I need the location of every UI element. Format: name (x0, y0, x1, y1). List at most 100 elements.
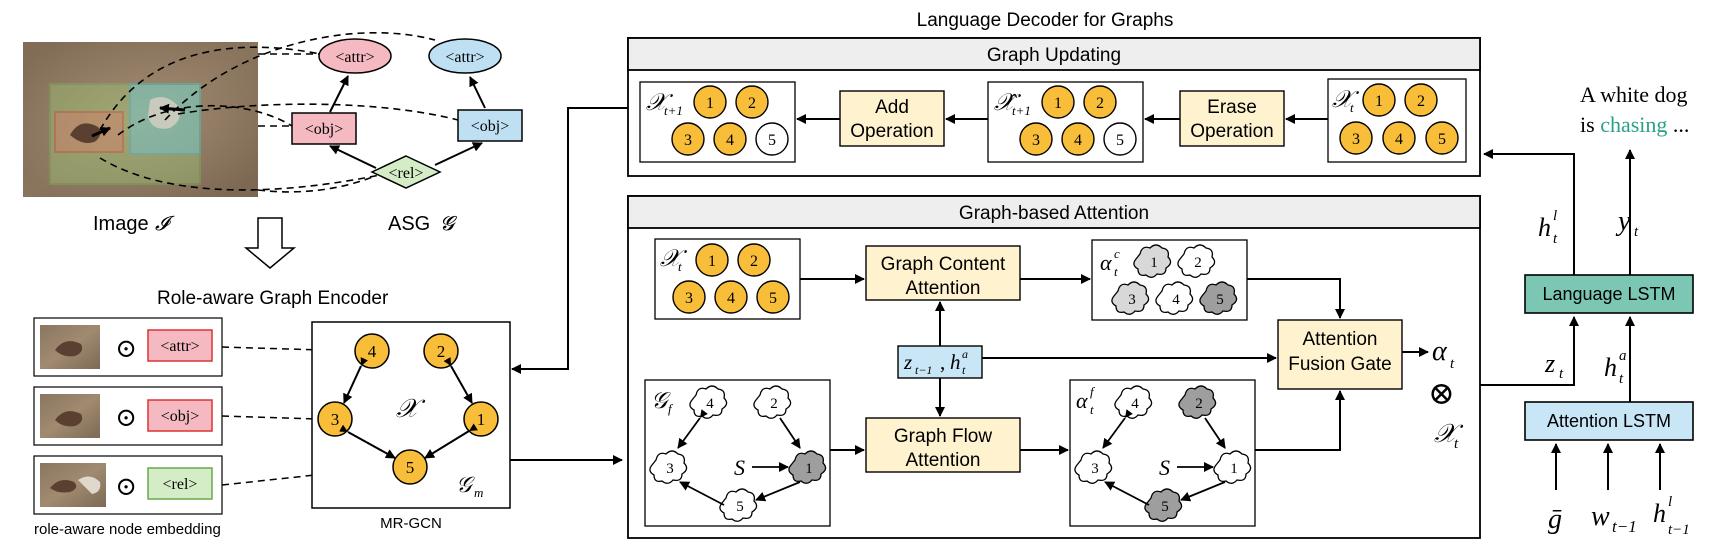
edge-updating-to-mrgcn (511, 107, 628, 374)
odot-rel: ⊙ (115, 472, 137, 501)
image-label: Image (93, 213, 149, 235)
out-alpha: α (1432, 336, 1448, 367)
x-hat-node-1: 1 (1054, 95, 1062, 112)
ctx-z: z (903, 350, 912, 374)
edge-alphac-to-fusion (1247, 278, 1345, 319)
gf-node-5: 5 (736, 499, 744, 515)
asg-graph: <attr> <attr> <obj> <obj> <rel> (291, 38, 523, 189)
y-symbol: y (1615, 206, 1631, 237)
mrgcn-node-2-label: 2 (437, 342, 446, 361)
erase-label-2: Operation (1190, 121, 1273, 142)
x-hat-node-3: 3 (1032, 132, 1040, 149)
w-symbol: w (1591, 501, 1610, 532)
h-l-sub: t (1553, 231, 1558, 247)
asg-label: ASG (388, 213, 430, 235)
content-label-1: Graph Content (881, 254, 1006, 275)
h-prev-sub: t−1 (1668, 522, 1690, 538)
alpha-f-symbol: α (1076, 388, 1088, 413)
ctx-z-sub: t−1 (915, 363, 932, 377)
x-t-node-2: 2 (1417, 93, 1425, 110)
alpha-c-node-2: 2 (1194, 255, 1202, 271)
asg-edge-obj2-attr2 (469, 76, 486, 109)
x-t-node-3: 3 (1352, 131, 1360, 148)
alpha-f-node-5: 5 (1161, 499, 1169, 515)
asg-rel-node (370, 155, 442, 189)
x-next-node-4: 4 (726, 132, 734, 149)
gf-s: S (734, 455, 745, 480)
h-a-symbol: h (1604, 353, 1617, 382)
h-prev-sup: l (1668, 494, 1672, 510)
x-next-node-5: 5 (768, 132, 776, 149)
fusion-gate-box (1277, 319, 1403, 390)
role-row-obj: ⊙ <obj> (33, 386, 223, 446)
asg-rel-label: <rel> (389, 165, 424, 182)
alpha-c-symbol: α (1100, 250, 1112, 275)
out-otimes: ⊗ (1428, 375, 1455, 411)
gf-node-3: 3 (666, 461, 674, 477)
mrgcn-node-4-label: 4 (368, 342, 377, 361)
edge-z-to-langlstm (1480, 316, 1579, 386)
alpha-c-sup: c (1114, 246, 1120, 261)
asg-attr-label-1: <attr> (335, 49, 374, 66)
flow-attention-box (865, 417, 1021, 473)
attention-lstm-box (1524, 401, 1694, 441)
alpha-f-s: S (1159, 455, 1170, 480)
asg-obj-label-1: <obj> (305, 121, 344, 138)
graph-attention-panel: Graph-based Attention 𝒳 t 1 2 3 4 5 Grap… (627, 195, 1481, 539)
x-next-sub: t+1 (664, 103, 683, 118)
gf-node-2: 2 (770, 396, 778, 412)
ctx-h-sup: a (962, 347, 968, 361)
role-tag-rel: <rel> (163, 476, 198, 493)
decoder-title: Language Decoder for Graphs (917, 10, 1174, 31)
gf-symbol: 𝒢 (651, 388, 671, 413)
caption-line-1: A white dog (1580, 82, 1688, 107)
x-t-sub: t (1350, 100, 1354, 115)
role-tag-obj: <obj> (161, 408, 200, 425)
role-row-attr: ⊙ <attr> (33, 317, 223, 377)
image-arrow-2 (159, 103, 186, 114)
image-arrow-1 (91, 126, 111, 138)
h-a-sup: a (1619, 348, 1627, 364)
content-label-2: Attention (906, 278, 981, 299)
gf-node-1: 1 (805, 461, 813, 477)
hollow-down-arrow (243, 217, 297, 269)
x-hat-sub: t+1 (1012, 103, 1031, 118)
mrgcn-node-1-label: 1 (477, 410, 486, 429)
ctx-h: h (950, 350, 961, 374)
h-prev-symbol: h (1653, 499, 1666, 528)
x-next-node-3: 3 (684, 132, 692, 149)
out-x-sub: t (1454, 436, 1459, 452)
role-row-rel: ⊙ <rel> (33, 455, 223, 515)
alpha-c-node-5: 5 (1216, 292, 1224, 308)
x-next-node-2: 2 (748, 95, 756, 112)
caption-chasing: chasing (1600, 112, 1667, 137)
lstm-column: Language LSTM Attention LSTM h l t y t z… (1480, 149, 1694, 538)
x-t-node-5: 5 (1438, 131, 1446, 148)
x-t-node-4: 4 (1395, 131, 1403, 148)
mrgcn-box: 4 2 3 1 5 𝒳 𝒢 m (311, 321, 511, 509)
h-a-sub: t (1619, 371, 1624, 387)
x-hat-node-4: 4 (1074, 132, 1082, 149)
caption-line-2: is chasing ... (1580, 112, 1689, 137)
dog-shape (70, 123, 101, 143)
out-alpha-sub: t (1450, 356, 1455, 372)
x-next-node-1: 1 (706, 95, 714, 112)
odot-attr: ⊙ (115, 334, 137, 363)
attention-lstm-label: Attention LSTM (1547, 411, 1671, 431)
alpha-c-node-4: 4 (1172, 292, 1180, 308)
caption-is: is (1580, 112, 1600, 137)
z-symbol: z (1544, 349, 1555, 378)
mrgcn-gm-symbol: 𝒢 (456, 472, 475, 497)
h-l-symbol: h (1538, 213, 1551, 242)
alpha-f-node-3: 3 (1091, 461, 1099, 477)
add-label-2: Operation (850, 121, 933, 142)
context-box (897, 345, 983, 379)
attn-xt-node-3: 3 (685, 290, 693, 307)
content-attention-box (865, 245, 1021, 301)
mrgcn-node-5 (392, 449, 428, 485)
role-caption: role-aware node embedding (34, 521, 221, 538)
alpha-f-node-2: 2 (1195, 396, 1203, 412)
attn-xt-sub: t (678, 259, 682, 274)
asg-attr-node-1 (318, 38, 392, 74)
